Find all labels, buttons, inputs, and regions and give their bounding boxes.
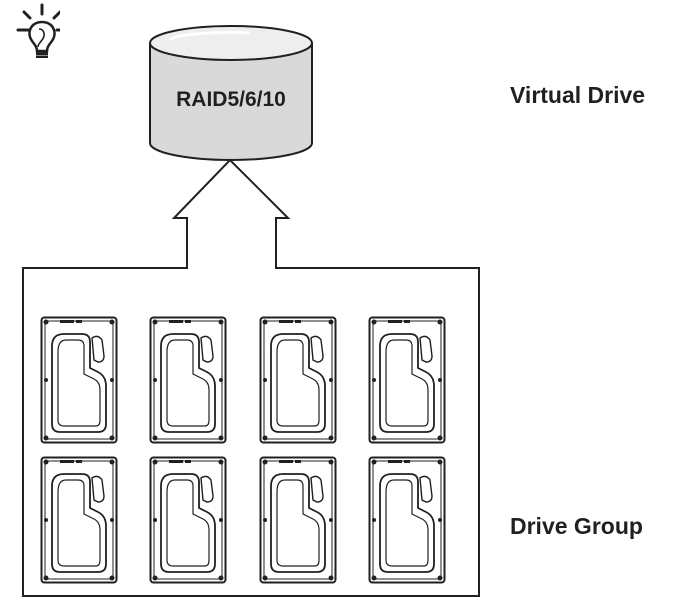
drive-group-enclosure-arrow (22, 158, 480, 597)
drive-group-label: Drive Group (510, 513, 643, 539)
hard-drive-icon (259, 316, 337, 444)
lightbulb-icon (16, 3, 60, 58)
hard-drive-icon (368, 316, 446, 444)
hard-drive-icon (149, 456, 227, 584)
raid-cylinder (149, 25, 313, 161)
hard-drive-icon (40, 456, 118, 584)
hard-drive-icon (149, 316, 227, 444)
hard-drive-icon (40, 316, 118, 444)
hard-drive-icon (259, 456, 337, 584)
hard-drive-icon (368, 456, 446, 584)
raid-level-label: RAID5/6/10 (176, 88, 286, 111)
virtual-drive-label: Virtual Drive (510, 82, 646, 108)
